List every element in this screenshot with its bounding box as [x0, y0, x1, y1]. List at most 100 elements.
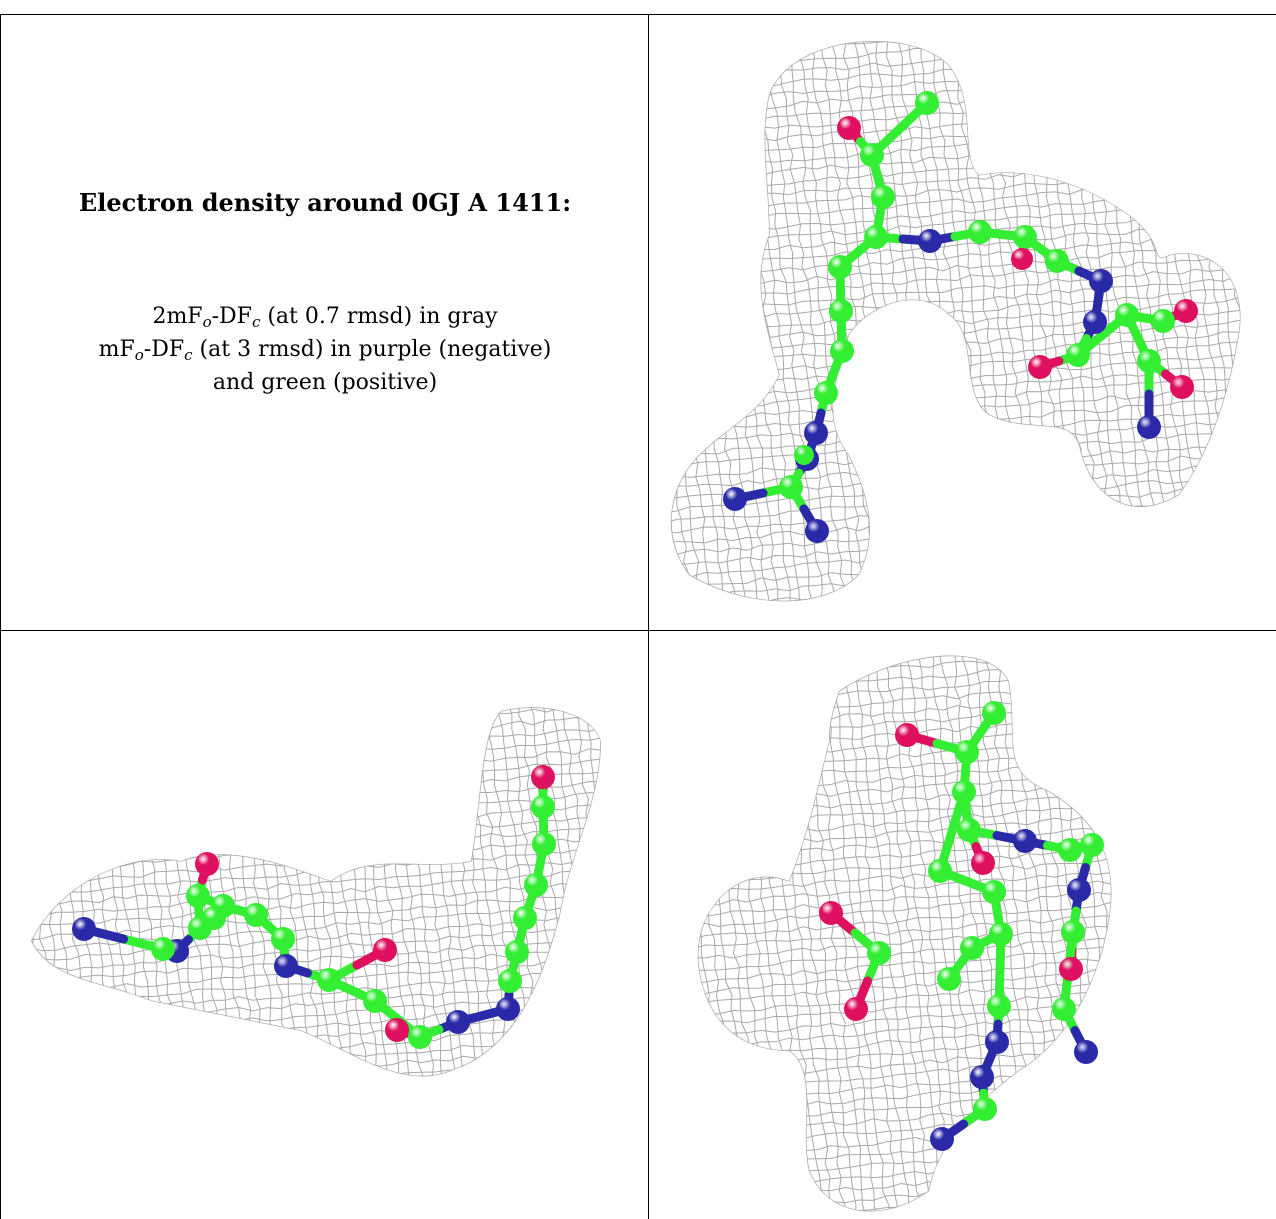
electron-density-view-icon: [670, 40, 1241, 602]
caption-cell: Electron density around 0GJ A 1411: 2mFo…: [1, 15, 649, 632]
atom: [385, 1018, 409, 1042]
electron-density-view-icon: [697, 655, 1112, 1212]
atom: [1052, 997, 1076, 1021]
atom: [1170, 375, 1194, 399]
atom: [804, 421, 828, 445]
atom: [1089, 269, 1113, 293]
atom: [794, 445, 814, 465]
atom: [1174, 299, 1198, 323]
atom: [1137, 349, 1161, 373]
table-border-top: [0, 14, 1276, 15]
atoms: [72, 765, 556, 1049]
atom: [968, 220, 992, 244]
atom: [513, 906, 537, 930]
legend-line-colors: and green (positive): [212, 370, 438, 395]
electron-density-view-icon: [31, 707, 601, 1077]
atom: [1074, 1040, 1098, 1064]
atom: [186, 884, 210, 908]
atom: [871, 185, 895, 209]
density-mesh: [670, 40, 1241, 602]
atom: [1013, 829, 1037, 853]
atom: [844, 997, 868, 1021]
atom: [982, 701, 1006, 725]
atom: [828, 255, 852, 279]
atom: [1045, 249, 1069, 273]
atom: [1013, 225, 1037, 249]
atom: [837, 116, 861, 140]
atom: [531, 795, 555, 819]
atom: [779, 475, 803, 499]
atom: [928, 859, 952, 883]
atom: [1083, 310, 1107, 334]
atom: [1058, 838, 1082, 862]
atom: [930, 1127, 954, 1151]
atom: [805, 519, 829, 543]
atom: [814, 381, 838, 405]
atom: [496, 997, 520, 1021]
atom: [1059, 957, 1083, 981]
atom: [1066, 343, 1090, 367]
atom: [723, 487, 747, 511]
table-border-middle: [0, 630, 1276, 631]
atom: [918, 229, 942, 253]
atom: [989, 922, 1013, 946]
atom: [895, 723, 919, 747]
atom: [373, 938, 397, 962]
table-border-center: [648, 14, 649, 1219]
density-mesh: [31, 707, 601, 1077]
atom: [970, 1065, 994, 1089]
atom: [955, 740, 979, 764]
atom: [982, 880, 1006, 904]
atom: [952, 780, 976, 804]
atom: [1137, 415, 1161, 439]
view-bottom-right: [649, 631, 1276, 1219]
atom: [531, 765, 555, 789]
atom: [498, 969, 522, 993]
atom: [915, 91, 939, 115]
atom: [1067, 878, 1091, 902]
atom: [244, 903, 268, 927]
atoms: [723, 91, 1198, 543]
atom: [202, 906, 226, 930]
atom: [363, 989, 387, 1013]
atom: [860, 143, 884, 167]
atom: [446, 1010, 470, 1034]
atom: [1080, 833, 1104, 857]
atom: [1011, 248, 1033, 270]
atom: [524, 873, 548, 897]
atom: [971, 851, 995, 875]
atom: [505, 940, 529, 964]
legend-line-2fo-fc: 2mFo-DFc (at 0.7 rmsd) in gray: [152, 304, 498, 331]
density-mesh: [697, 655, 1112, 1212]
atom: [830, 339, 854, 363]
atom: [274, 954, 298, 978]
view-bottom-left: [1, 631, 648, 1219]
legend-line-fo-fc: mFo-DFc (at 3 rmsd) in purple (negative): [98, 337, 552, 364]
map-legend: 2mFo-DFc (at 0.7 rmsd) in gray mFo-DFc (…: [1, 300, 649, 399]
atom: [1061, 920, 1085, 944]
atom: [195, 852, 219, 876]
atom: [317, 968, 341, 992]
atom: [957, 818, 981, 842]
atom: [819, 901, 843, 925]
table-border-left: [0, 14, 1, 1219]
atom: [987, 994, 1011, 1018]
atom: [72, 917, 96, 941]
atom: [829, 299, 853, 323]
atom: [985, 1030, 1009, 1054]
atom: [1115, 303, 1139, 327]
atom: [973, 1097, 997, 1121]
atom: [864, 225, 888, 249]
atoms: [819, 701, 1104, 1151]
atom: [408, 1025, 432, 1049]
atom: [1151, 309, 1175, 333]
figure-title: Electron density around 0GJ A 1411:: [78, 188, 572, 217]
atom: [867, 941, 891, 965]
atom: [960, 936, 984, 960]
atom: [151, 937, 175, 961]
view-top-right: [649, 15, 1276, 630]
atom: [532, 832, 556, 856]
atom: [937, 967, 961, 991]
atom: [271, 927, 295, 951]
